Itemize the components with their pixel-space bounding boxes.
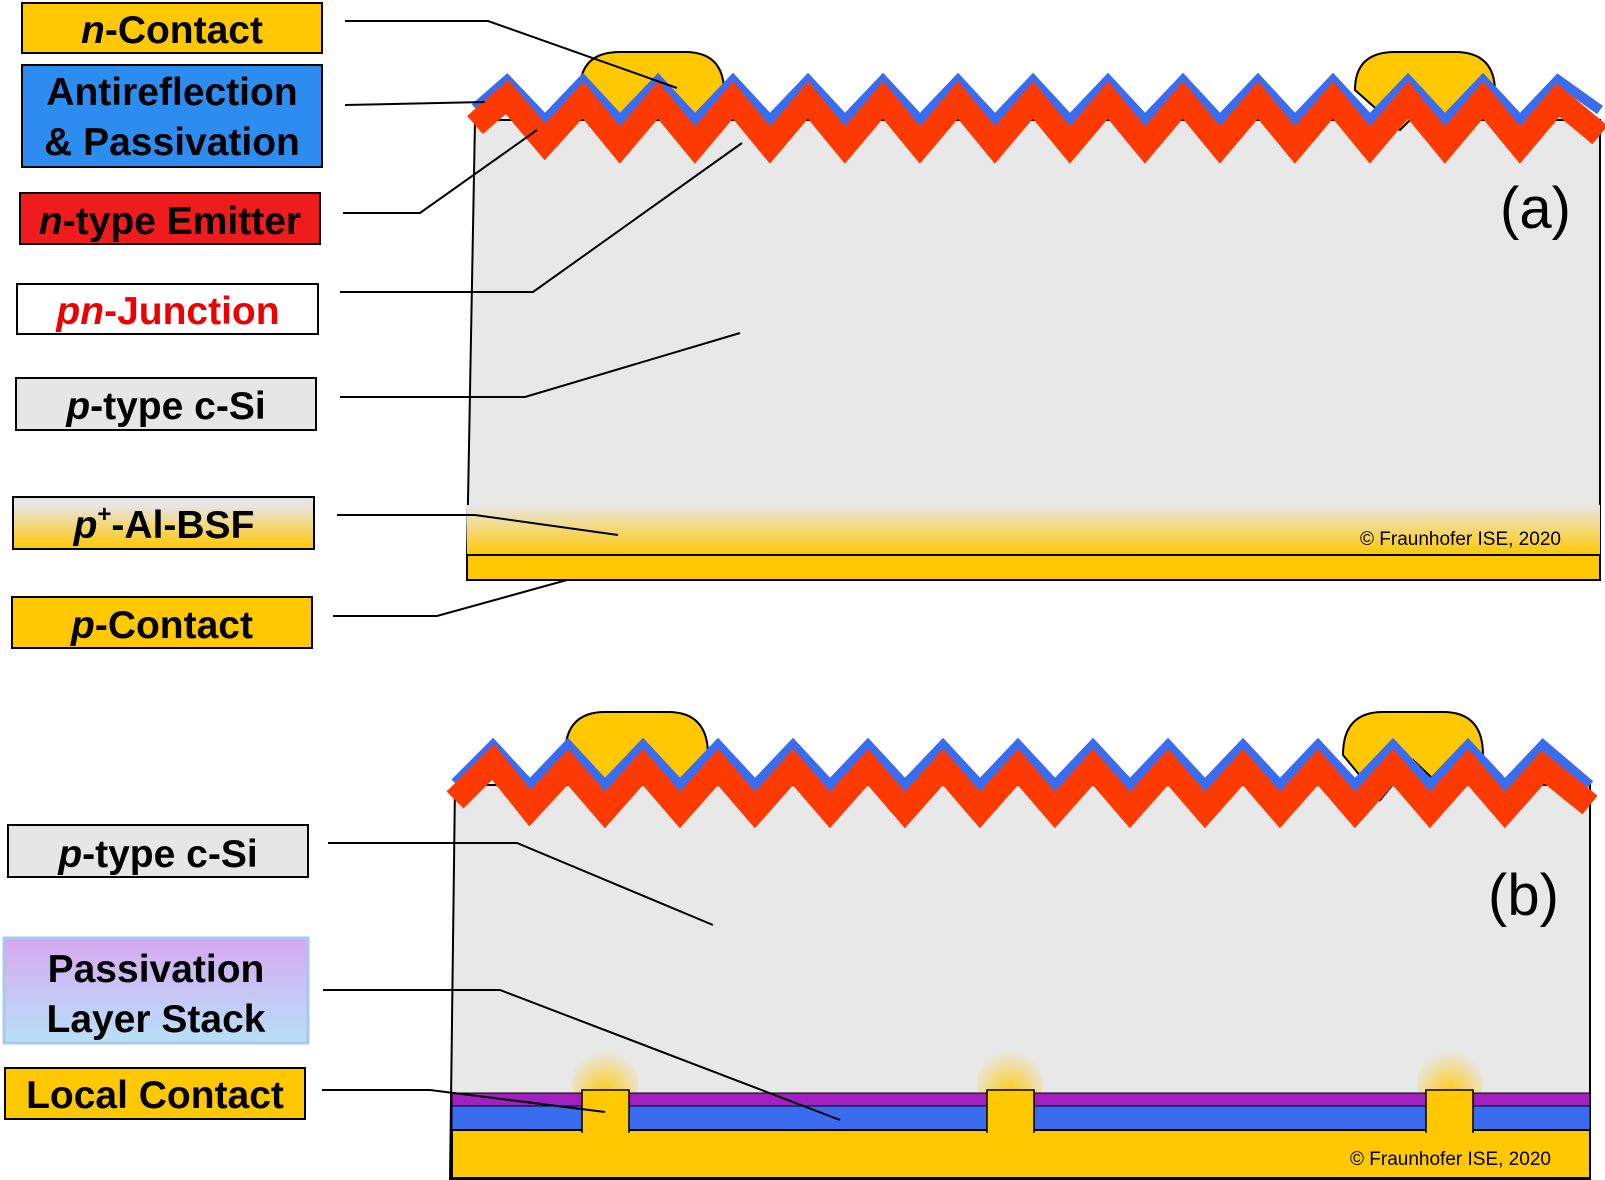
leader-lines-b: [322, 842, 841, 1121]
panel-a: (a) © Fraunhofer ISE, 2020 n-Contact Ant…: [11, 2, 1605, 649]
label-p-type-si-a: p-type c-Si: [15, 377, 317, 431]
svg-text:Passivation: Passivation: [48, 948, 265, 991]
al-bsf-layer: [467, 505, 1600, 555]
panel-b-tag: (b): [1488, 863, 1559, 928]
leader-p-contact: [333, 579, 568, 617]
svg-text:Antireflection: Antireflection: [46, 71, 297, 114]
rear-contact-layer: [451, 1129, 1591, 1179]
leader-antireflection: [344, 101, 486, 106]
svg-text:p-type c-Si: p-type c-Si: [57, 833, 257, 876]
leader-p-type-a: [340, 332, 741, 398]
leader-p-type-b: [328, 842, 714, 926]
n-emitter-layer-b: [446, 744, 1598, 829]
svg-text:p-type c-Si: p-type c-Si: [65, 385, 265, 428]
leader-passivation-stack: [323, 989, 841, 1121]
leader-n-emitter: [343, 129, 538, 214]
p-type-silicon-bulk-a: [465, 119, 1601, 556]
svg-text:n-Contact: n-Contact: [81, 9, 263, 52]
label-n-contact: n-Contact: [21, 2, 323, 54]
label-al-bsf: p+-Al-BSF: [12, 496, 315, 550]
copyright-b: © Fraunhofer ISE, 2020: [1350, 1149, 1551, 1170]
leader-al-bsf: [337, 514, 619, 536]
label-local-contact: Local Contact: [4, 1067, 306, 1120]
label-p-type-si-b: p-type c-Si: [7, 824, 309, 878]
n-emitter-layer-a: [467, 79, 1605, 164]
panel-b: (b) © Fraunhofer ISE, 2020 p-type c-Si P…: [2, 711, 1598, 1180]
label-p-contact: p-Contact: [11, 596, 313, 649]
antireflection-layer-a: [471, 72, 1603, 128]
leader-local-contact: [322, 1089, 606, 1113]
svg-text:p-Contact: p-Contact: [70, 604, 253, 647]
leader-lines-a: [333, 20, 743, 617]
svg-text:& Passivation: & Passivation: [44, 121, 300, 164]
copyright-a: © Fraunhofer ISE, 2020: [1360, 529, 1561, 550]
label-antireflection: Antireflection & Passivation: [21, 64, 323, 168]
p-contact-layer: [466, 554, 1601, 581]
svg-text:pn-Junction: pn-Junction: [55, 290, 279, 333]
svg-text:n-type Emitter: n-type Emitter: [39, 200, 301, 243]
label-pn-junction: pn-Junction: [16, 283, 319, 335]
leader-n-contact: [345, 20, 678, 89]
svg-text:Layer Stack: Layer Stack: [47, 998, 266, 1041]
label-n-emitter: n-type Emitter: [19, 192, 321, 245]
label-passivation-stack: Passivation Layer Stack: [2, 936, 310, 1045]
leader-pn-junction: [340, 142, 743, 293]
panel-a-tag: (a): [1500, 176, 1571, 241]
svg-text:p+-Al-BSF: p+-Al-BSF: [73, 501, 255, 547]
svg-text:Local Contact: Local Contact: [26, 1074, 284, 1117]
antireflection-layer-b: [451, 737, 1594, 793]
